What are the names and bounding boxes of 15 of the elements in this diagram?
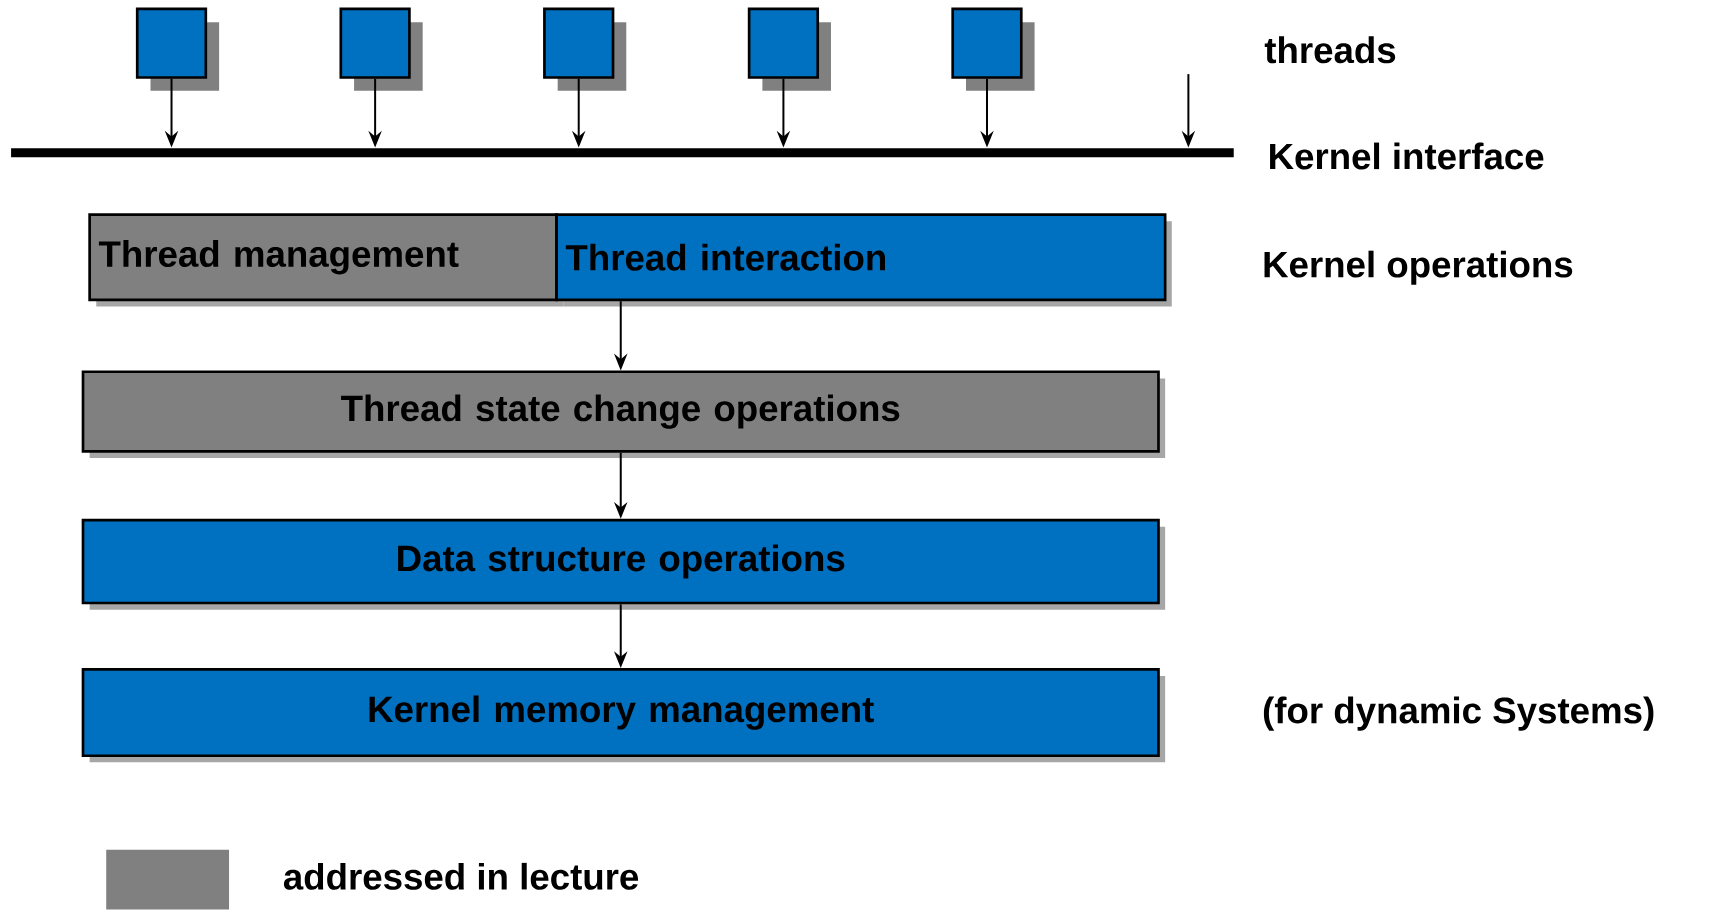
layer-box: Thread management (88, 213, 564, 307)
layer-box: Data structure operations (81, 518, 1166, 610)
thread-square (747, 7, 831, 91)
thread-square (951, 7, 1035, 91)
thread-square (339, 7, 423, 91)
bar-label: Kernel interface (1270, 142, 1544, 170)
layer-box: Thread interaction (555, 213, 1172, 307)
thread-square (543, 7, 627, 91)
legend-label: addressed in lecture (283, 863, 639, 890)
note-text: (for dynamic Systems) (1263, 696, 1654, 731)
layer-box: Kernel memory management (81, 668, 1166, 763)
layer-box: Thread state change operations (81, 370, 1166, 459)
thread-square (135, 7, 220, 91)
layer-label: threads (1264, 36, 1396, 64)
layer-label: Kernel operations (1264, 250, 1573, 285)
